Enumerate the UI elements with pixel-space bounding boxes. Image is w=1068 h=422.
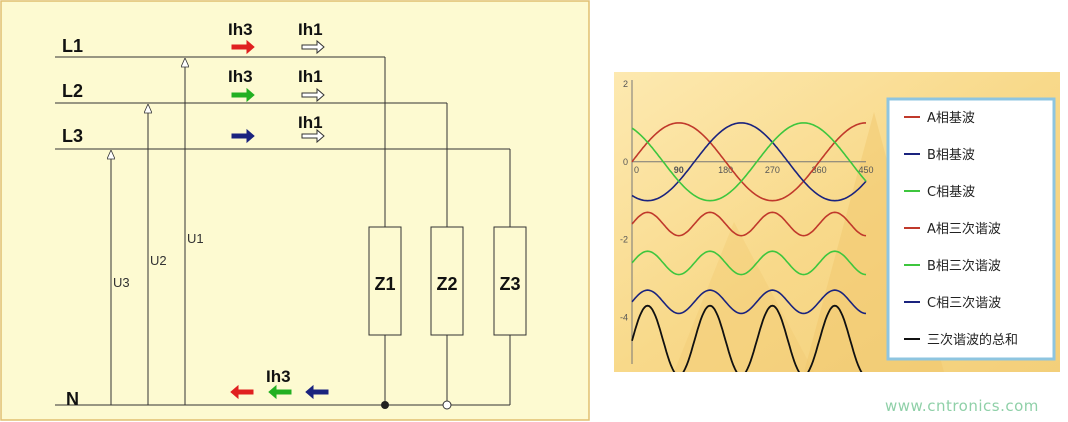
neutral-ih3-arrow-red xyxy=(230,384,254,400)
three-phase-circuit-diagram: L1 L2 L3 N U3 U2 U1 Z1 Z2 Z3 Ih3 Ih1 Ih3… xyxy=(0,0,590,421)
load-z3-label: Z3 xyxy=(499,274,520,294)
load-z2-box xyxy=(430,226,464,336)
y-tick-label: -4 xyxy=(620,312,628,322)
line-l3-label: L3 xyxy=(62,126,83,146)
line-l2-label: L2 xyxy=(62,81,83,101)
x-tick-label: 270 xyxy=(765,165,780,175)
legend-label: B相基波 xyxy=(927,148,975,163)
l3-ih1-arrow-open xyxy=(301,128,325,144)
l1-ih1-arrow-open xyxy=(301,39,325,55)
load-z1-box xyxy=(368,226,402,336)
harmonic-waveform-chart: 0 90 180 270 360 450 2 0 -2 -4 A相基波 B相基波 C相基波 A相三次谐波… xyxy=(614,72,1060,372)
l3-ih3-arrow-blue xyxy=(231,128,255,144)
y-tick-label: -2 xyxy=(620,235,628,245)
x-tick-label: 0 xyxy=(634,165,639,175)
neutral-label: N xyxy=(66,389,79,409)
voltage-u3-label: U3 xyxy=(113,275,130,290)
junction-dot-filled xyxy=(381,401,389,409)
neutral-ih3-arrow-blue xyxy=(305,384,329,400)
load-z1-label: Z1 xyxy=(374,274,395,294)
l3-ih1-label: Ih1 xyxy=(298,113,323,132)
legend-label: C相基波 xyxy=(927,185,975,200)
current-arrows xyxy=(230,39,329,400)
load-z2-label: Z2 xyxy=(436,274,457,294)
junction-dot-open xyxy=(442,400,452,410)
y-tick-label: 0 xyxy=(623,157,628,167)
l2-ih3-arrow-green xyxy=(231,87,255,103)
legend-label: B相三次谐波 xyxy=(927,258,1001,274)
legend-label: A相基波 xyxy=(927,111,975,126)
series-line-7 xyxy=(631,304,863,372)
y-tick-label: 2 xyxy=(623,79,628,89)
x-tick-label: 360 xyxy=(812,165,827,175)
l2-ih1-label: Ih1 xyxy=(298,67,323,86)
line-l1-label: L1 xyxy=(62,36,83,56)
voltage-u2-label: U2 xyxy=(150,253,167,268)
legend-label: A相三次谐波 xyxy=(927,221,1001,237)
chart-series xyxy=(631,122,867,372)
series-line-2 xyxy=(631,122,867,202)
legend-label: 三次谐波的总和 xyxy=(927,332,1018,348)
series-line-6 xyxy=(631,289,867,315)
x-tick-label: 90 xyxy=(674,165,684,175)
phase-lines xyxy=(55,56,511,406)
load-z3-box xyxy=(493,226,527,336)
neutral-ih3-label: Ih3 xyxy=(266,367,291,386)
series-line-4 xyxy=(631,211,867,237)
series-line-1 xyxy=(631,122,866,202)
series-line-3 xyxy=(631,122,867,202)
chart-background-shading-2 xyxy=(674,222,814,372)
l2-ih1-arrow-open xyxy=(301,87,325,103)
l2-ih3-label: Ih3 xyxy=(228,67,253,86)
legend-label: C相三次谐波 xyxy=(927,295,1001,311)
neutral-ih3-arrow-green xyxy=(268,384,292,400)
l1-ih3-arrow-red xyxy=(231,39,255,55)
l1-ih1-label: Ih1 xyxy=(298,20,323,39)
x-tick-label: 450 xyxy=(858,165,873,175)
chart-axes: 0 90 180 270 360 450 2 0 -2 -4 xyxy=(620,79,874,364)
series-line-5 xyxy=(631,250,867,276)
x-tick-label: 180 xyxy=(718,165,733,175)
circuit-panel xyxy=(0,0,590,421)
voltage-u1-label: U1 xyxy=(187,231,204,246)
watermark-text: www.cntronics.com xyxy=(885,397,1039,415)
l1-ih3-label: Ih3 xyxy=(228,20,253,39)
